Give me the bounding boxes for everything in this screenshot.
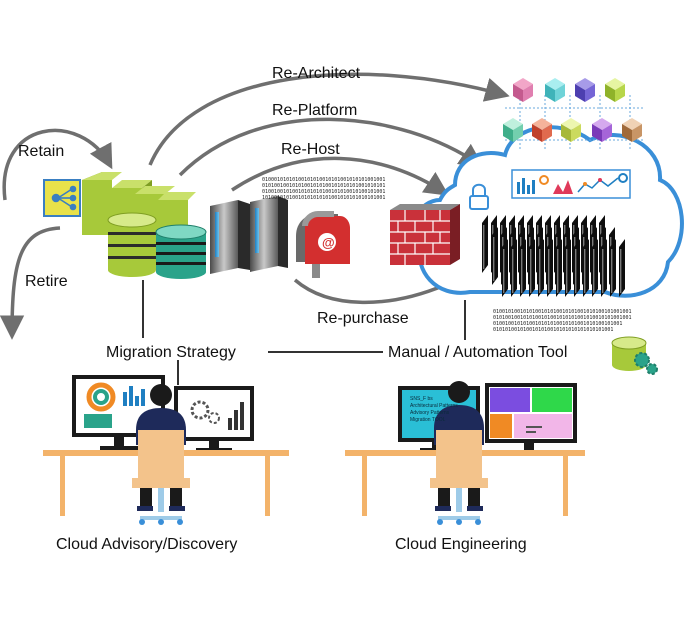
server-rack	[482, 215, 488, 273]
server-rack-highlight	[557, 249, 559, 293]
database-gear-icon	[611, 336, 658, 375]
server-rack	[592, 239, 598, 297]
retain-label: Retain	[18, 143, 65, 160]
mainframe-icon	[210, 196, 288, 274]
migration-arrows	[0, 72, 510, 340]
connection-lines	[142, 280, 466, 385]
engineering-monitor-text: SNS_F bs Architectural Patterns Advisory…	[410, 396, 458, 423]
re-purchase-label: Re-purchase	[317, 310, 409, 327]
lock-icon	[469, 183, 489, 210]
binary-stream-bottom: 0100101001010100101010010101001010100101…	[493, 309, 632, 333]
automation-tool-label: Manual / Automation Tool	[388, 344, 568, 361]
binary-stream-top: 0100010101010010101001010100101010100100…	[262, 177, 386, 201]
retire-arrow	[0, 226, 61, 340]
mailbox-icon: @	[296, 211, 350, 278]
re-host-arrow	[231, 156, 450, 196]
server-rack-highlight	[548, 249, 550, 293]
server-rack	[619, 239, 625, 297]
server-rack-highlight	[620, 249, 622, 293]
server-rack	[583, 239, 589, 297]
server-rack	[492, 227, 498, 285]
server-rack	[502, 239, 508, 297]
server-rack	[511, 239, 517, 297]
database-icon	[107, 212, 207, 279]
server-rack-highlight	[593, 249, 595, 293]
server-rack	[556, 239, 562, 297]
server-rack	[565, 239, 571, 297]
migration-strategy-label: Migration Strategy	[106, 344, 236, 361]
server-rack-highlight	[611, 249, 613, 293]
server-rack	[520, 239, 526, 297]
server-rack-highlight	[503, 249, 505, 293]
server-rack-highlight	[512, 249, 514, 293]
hierarchy-icon	[43, 179, 81, 217]
server-rack	[601, 239, 607, 297]
re-host-label: Re-Host	[281, 141, 340, 158]
cube-grid-icon	[503, 78, 645, 150]
server-rack-highlight	[483, 225, 485, 269]
server-rack-highlight	[530, 249, 532, 293]
server-rack	[610, 239, 616, 297]
server-rack-highlight	[521, 249, 523, 293]
firewall-icon	[390, 204, 460, 265]
server-rack-highlight	[539, 249, 541, 293]
server-rack	[529, 239, 535, 297]
retain-arrow	[2, 128, 113, 201]
re-platform-label: Re-Platform	[272, 102, 358, 119]
server-rack	[547, 239, 553, 297]
re-architect-label: Re-Architect	[272, 65, 361, 82]
re-platform-arrow	[178, 117, 485, 177]
server-rack	[538, 239, 544, 297]
workstation-advisory	[43, 375, 289, 525]
server-rack-highlight	[602, 249, 604, 293]
server-rack-highlight	[584, 249, 586, 293]
chart-icon	[511, 169, 631, 199]
gear-icon	[618, 173, 628, 183]
svg-text:@: @	[322, 235, 335, 250]
re-architect-arrow	[148, 72, 510, 166]
cloud-advisory-label: Cloud Advisory/Discovery	[56, 536, 238, 553]
data-center-icon	[482, 215, 625, 297]
gear-icon	[539, 175, 549, 185]
server-rack-highlight	[575, 249, 577, 293]
server-rack-highlight	[566, 249, 568, 293]
re-purchase-arrow	[293, 278, 446, 305]
retire-label: Retire	[25, 273, 68, 290]
server-rack-highlight	[493, 237, 495, 281]
workstation-engineering	[345, 381, 585, 525]
cloud-engineering-label: Cloud Engineering	[395, 536, 527, 553]
server-rack	[574, 239, 580, 297]
